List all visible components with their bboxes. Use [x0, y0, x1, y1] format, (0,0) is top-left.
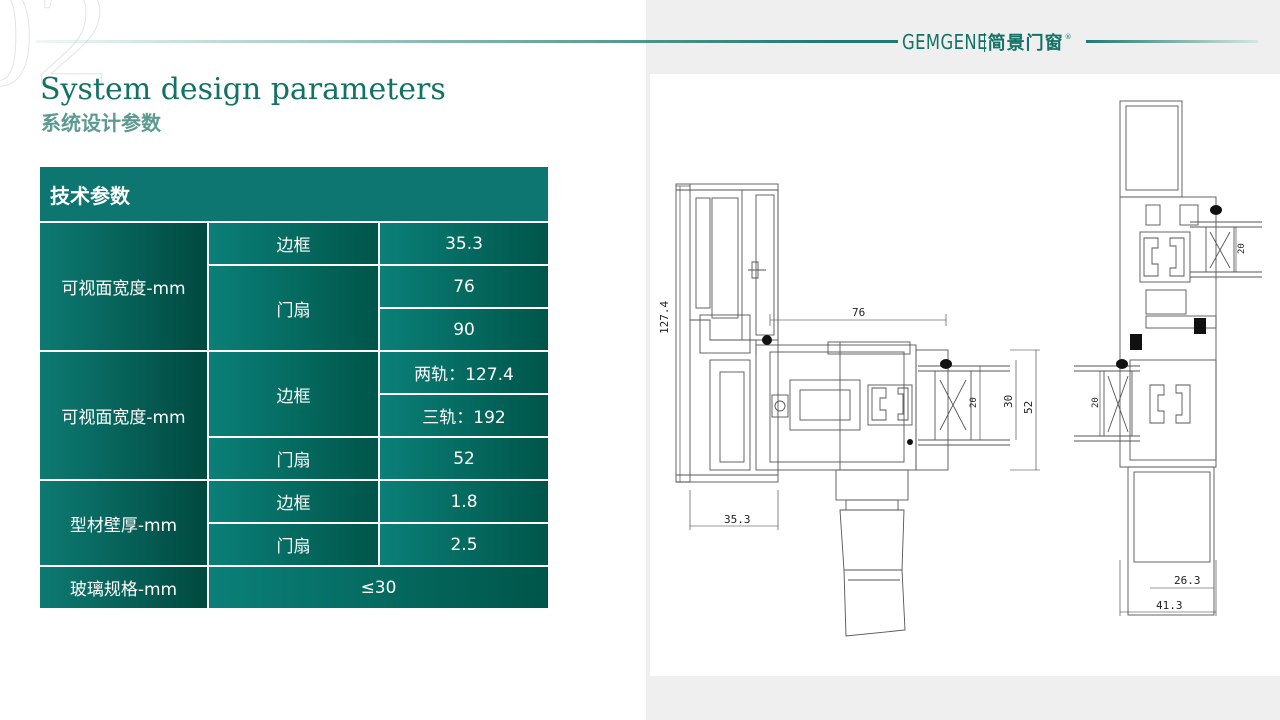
dimension-lines: [676, 185, 1237, 616]
dim-127-4: 127.4: [658, 301, 671, 334]
part-label: 边框: [207, 479, 380, 524]
group-label: 型材壁厚-mm: [38, 479, 209, 567]
table-row: 玻璃规格-mm ≤30: [38, 565, 551, 610]
table-row: 门扇 2.5: [39, 522, 551, 567]
dim-41-3: 41.3: [1156, 599, 1183, 612]
page-number-watermark: 02: [0, 0, 111, 118]
dim-35-3: 35.3: [724, 513, 751, 526]
value-cell: 90: [377, 307, 551, 352]
brand-logo: GEMGENE 简景门窗 ®: [902, 29, 1072, 55]
table-row: 型材壁厚-mm 边框 1.8: [38, 479, 551, 567]
group-label: 可视面宽度-mm: [38, 221, 209, 352]
table-header-row: 技术参数: [37, 165, 551, 223]
table-row: 可视面宽度-mm 边框 35.3: [38, 221, 551, 352]
part-label: 边框: [207, 221, 380, 266]
right-profile-section: [1074, 100, 1262, 616]
brand-separator: [983, 32, 985, 52]
table-row: 可视面宽度-mm 边框 两轨：127.4: [38, 350, 551, 481]
left-gaskets: [762, 335, 952, 445]
value-cell: 52: [377, 436, 551, 481]
dimension-labels: 127.4 76 35.3 20 30 52 20 20 26.3 41.3: [658, 243, 1247, 612]
table-row: 三轨：192: [39, 393, 551, 438]
value-cell: 2.5: [377, 522, 551, 567]
page-subtitle: 系统设计参数: [41, 111, 161, 135]
part-label: 门扇: [207, 436, 380, 481]
table-row: 门扇 52: [39, 436, 551, 481]
dim-52: 52: [1022, 401, 1035, 414]
drawing-area: [650, 74, 1280, 676]
brand-name-cn: 简景门窗: [987, 33, 1064, 54]
dim-30: 30: [1002, 395, 1015, 408]
profile-cross-section-drawing: 127.4 76 35.3 20 30 52 20 20 26.3 41.3: [658, 100, 1262, 637]
value-cell: 76: [377, 264, 551, 309]
right-gaskets: [1116, 205, 1222, 369]
dim-20-left: 20: [1091, 397, 1101, 408]
part-label: 门扇: [207, 264, 380, 352]
value-cell: ≤30: [206, 565, 551, 610]
dim-26-3: 26.3: [1174, 574, 1201, 587]
brand-name-en: GEMGENE: [902, 30, 988, 54]
header-rule-right: [1086, 40, 1258, 43]
group-label: 玻璃规格-mm: [38, 565, 209, 610]
left-profile-section: [675, 183, 1010, 637]
header-rule-left: [36, 40, 898, 43]
table-heading: 技术参数: [37, 165, 551, 223]
table-row: 90: [39, 307, 551, 352]
parameter-table: 技术参数 可视面宽度-mm 边框 35.3 门扇 76 90 可视面宽度-mm …: [37, 165, 551, 610]
value-cell: 两轨：127.4: [377, 350, 551, 395]
part-label: 边框: [207, 350, 380, 438]
dim-20-top: 20: [1237, 243, 1247, 254]
dim-76: 76: [852, 306, 865, 319]
part-label: 门扇: [207, 522, 380, 567]
registered-mark: ®: [1064, 33, 1072, 41]
value-cell: 35.3: [377, 221, 551, 266]
group-label: 可视面宽度-mm: [38, 350, 209, 481]
table-row: 门扇 76: [39, 264, 551, 352]
dim-20: 20: [969, 397, 979, 408]
value-cell: 三轨：192: [377, 393, 551, 438]
value-cell: 1.8: [377, 479, 551, 524]
page-title: System design parameters: [40, 72, 446, 107]
